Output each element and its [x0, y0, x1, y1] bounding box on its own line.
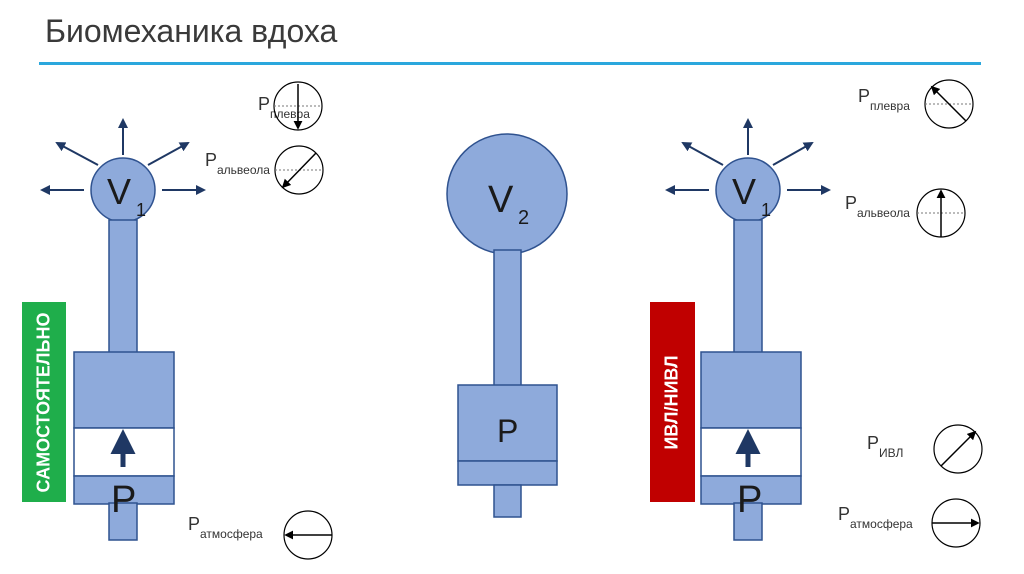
center-lung-model: V 2 P — [446, 133, 568, 518]
center-pressure-label: P — [497, 413, 518, 449]
right-gauge-pleura-p: P — [858, 86, 870, 106]
left-pressure-label: P — [111, 479, 136, 521]
right-gauge-alveolus-p: P — [845, 193, 857, 213]
left-cylinder — [73, 351, 175, 429]
right-gauge-ventilator-sub: ИВЛ — [879, 446, 903, 460]
left-gauge-pleura-sub: плевра — [270, 107, 310, 121]
left-airway-tube — [108, 219, 138, 354]
left-expansion-arrows — [40, 118, 206, 195]
right-piston-rod — [733, 502, 763, 541]
right-volume-sub: 1 — [761, 200, 771, 220]
right-gauge-pleura-sub: плевра — [870, 99, 910, 113]
right-gauge-alveolus: P альвеола — [845, 188, 966, 238]
right-expansion-arrows — [665, 118, 831, 195]
side-label-ventilation: ИВЛ/НИВЛ — [650, 302, 695, 502]
right-airway-tube — [733, 219, 763, 354]
right-gauge-atmosphere: P атмосфера — [838, 498, 981, 548]
center-volume-sub: 2 — [518, 207, 529, 229]
left-gauge-pleura-p: P — [258, 94, 270, 114]
left-gauge-pleura: P плевра — [258, 81, 323, 131]
left-piston — [73, 475, 175, 505]
right-pressure-label: P — [737, 479, 762, 521]
right-gauge-ventilator-p: P — [867, 433, 879, 453]
right-piston-gap — [700, 427, 802, 477]
right-volume-label: V — [732, 171, 756, 212]
right-gauge-pleura: P плевра — [858, 79, 974, 129]
right-gauge-atmosphere-p: P — [838, 504, 850, 524]
right-gauge-alveolus-sub: альвеола — [857, 206, 910, 220]
left-lung-model: V 1 P — [40, 118, 206, 541]
left-gauge-alveolus-p: P — [205, 150, 217, 170]
center-piston-rod — [493, 484, 522, 518]
right-cylinder — [700, 351, 802, 429]
left-volume-label: V — [107, 171, 131, 212]
right-gauge-ventilator: P ИВЛ — [867, 424, 983, 474]
right-gauge-atmosphere-sub: атмосфера — [850, 517, 913, 531]
left-volume-sub: 1 — [136, 200, 146, 220]
left-gauge-atmosphere-p: P — [188, 514, 200, 534]
left-gauge-alveolus-sub: альвеола — [217, 163, 270, 177]
right-gauge-pleura-needle — [930, 85, 967, 122]
left-gauge-alveolus: P альвеола — [205, 145, 324, 195]
page-title: Биомеханика вдоха — [45, 13, 338, 49]
left-gauge-alveolus-needle — [281, 152, 317, 189]
center-airway-tube — [493, 249, 522, 387]
left-gauge-atmosphere: P атмосфера — [188, 510, 333, 560]
center-volume-label: V — [488, 179, 514, 221]
left-gauge-atmosphere-sub: атмосфера — [200, 527, 263, 541]
center-cylinder — [457, 384, 558, 462]
center-piston — [457, 460, 558, 486]
left-piston-rod — [108, 502, 138, 541]
right-gauge-ventilator-dial — [933, 424, 983, 474]
right-gauge-ventilator-needle — [940, 430, 977, 467]
right-lung-model: V 1 P — [665, 118, 831, 541]
side-label-spontaneous: САМОСТОЯТЕЛЬНО — [22, 302, 66, 502]
title-underline — [39, 62, 981, 65]
